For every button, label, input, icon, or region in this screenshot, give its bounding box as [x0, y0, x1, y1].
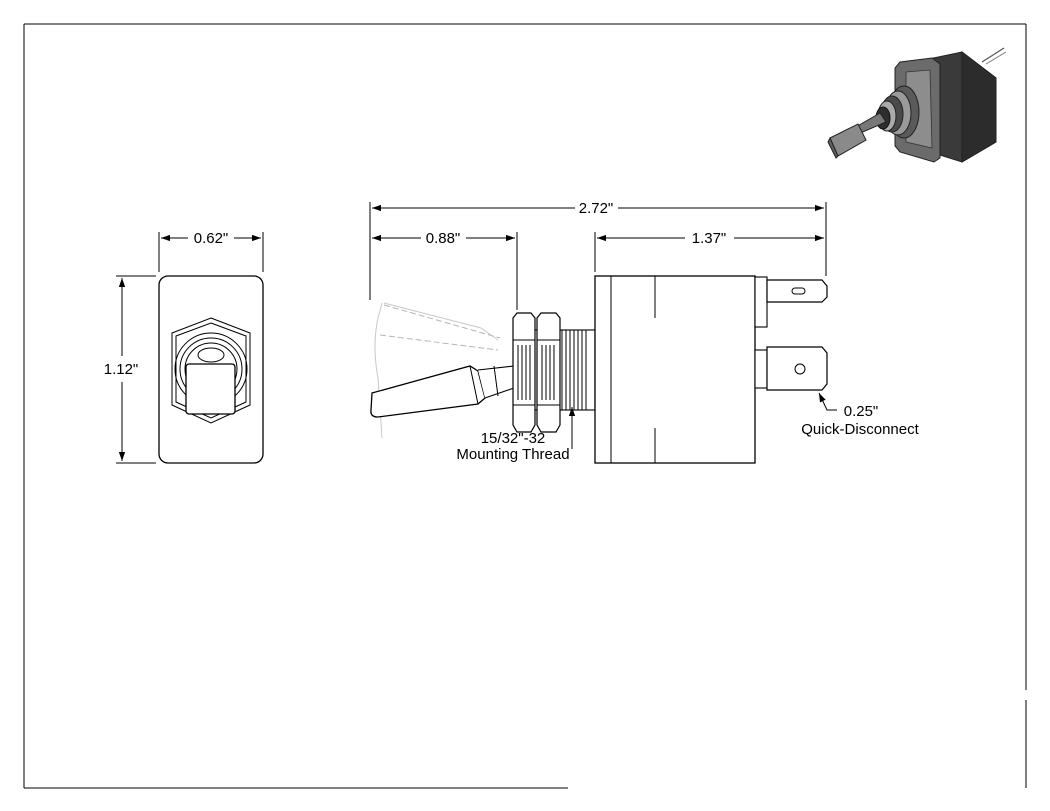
dim-body-length: 1.37": [594, 230, 824, 272]
dim-width-front-label: 0.62": [194, 230, 229, 247]
callout-quick-disconnect: 0.25" Quick-Disconnect: [801, 392, 920, 438]
front-view: [158, 275, 264, 464]
dim-height-front-label: 1.12": [104, 361, 139, 378]
dim-lever-to-bushing-label: 0.88": [426, 230, 461, 247]
callout-mounting-thread: 15/32"-32 Mounting Thread: [456, 407, 576, 463]
drawing-frame: [23, 23, 1027, 789]
terminal-size-label: 0.25": [844, 403, 879, 420]
dim-body-length-label: 1.37": [692, 230, 727, 247]
dim-width-front: 0.62": [158, 230, 264, 272]
thread-lines: [517, 330, 587, 410]
dim-overall-length: 2.72": [369, 200, 827, 300]
terminal-desc-label: Quick-Disconnect: [801, 421, 919, 438]
thread-desc-label: Mounting Thread: [456, 446, 569, 463]
side-view: [370, 275, 828, 464]
thread-size-label: 15/32"-32: [481, 430, 546, 447]
dim-height-front: 1.12": [104, 275, 156, 464]
isometric-view: [827, 47, 1007, 163]
dim-overall-length-label: 2.72": [579, 200, 614, 217]
dim-lever-to-bushing: 0.88": [372, 230, 518, 310]
